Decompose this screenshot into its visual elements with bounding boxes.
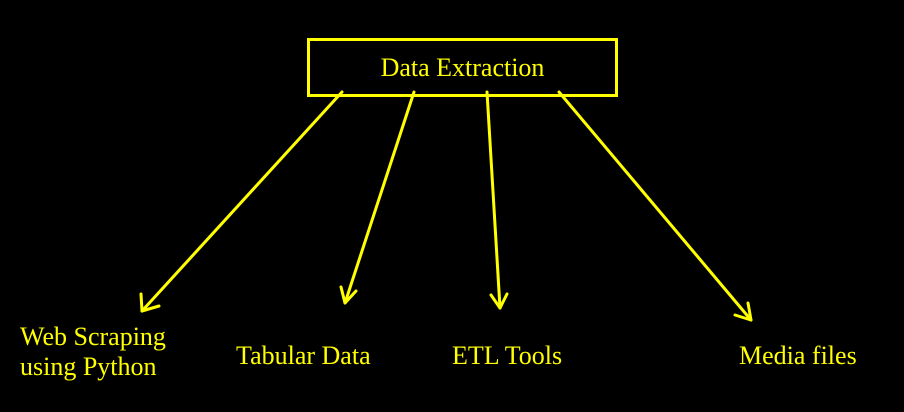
child-node-media-files: Media files [739, 341, 857, 371]
child-node-media-files-label: Media files [739, 341, 857, 370]
child-node-tabular-data: Tabular Data [236, 341, 371, 371]
arrow-to-media-files [557, 90, 753, 322]
child-node-web-scraping: Web Scraping using Python [20, 322, 166, 382]
root-node-label: Data Extraction [380, 52, 545, 82]
child-node-web-scraping-line-2: using Python [20, 352, 157, 381]
child-node-tabular-data-label: Tabular Data [236, 341, 371, 370]
child-node-etl-tools-label: ETL Tools [452, 341, 563, 370]
arrow-to-tabular-data [339, 90, 416, 305]
child-node-web-scraping-line-1: Web Scraping [20, 322, 166, 351]
arrow-to-etl-tools [485, 90, 509, 310]
root-node-box: Data Extraction [307, 38, 618, 97]
child-node-etl-tools: ETL Tools [452, 341, 562, 371]
arrow-to-web-scraping [139, 90, 344, 313]
